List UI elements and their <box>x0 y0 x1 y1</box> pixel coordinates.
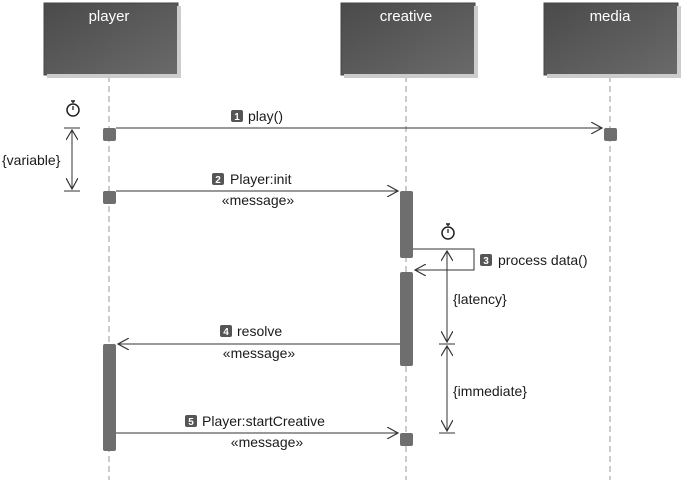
lifeline-media-title: media <box>590 8 632 25</box>
message-5-badge <box>185 415 197 427</box>
message-3-label: process data() <box>498 252 587 268</box>
message-4-stereotype: «message» <box>223 345 296 361</box>
message-4-label: resolve <box>237 323 282 339</box>
stopwatch-icon <box>66 100 80 117</box>
message-5-label: Player:startCreative <box>202 413 325 429</box>
message-1-label: play() <box>248 108 283 124</box>
message-3-number: 3 <box>483 256 489 267</box>
constraint-latency-label: {latency} <box>453 291 507 307</box>
message-1-badge <box>231 110 243 122</box>
duration-constraint-immediate[interactable] <box>439 343 455 434</box>
message-5-number: 5 <box>188 417 194 428</box>
message-2-label: Player:init <box>230 171 292 187</box>
lifeline-player-title: player <box>89 8 130 25</box>
message-2-badge <box>212 173 224 185</box>
message-3-arrow[interactable] <box>413 248 475 270</box>
activation-creative-3[interactable] <box>400 433 413 446</box>
message-1-number: 1 <box>234 112 240 123</box>
message-3-badge <box>480 254 492 266</box>
message-2-stereotype: «message» <box>222 192 295 208</box>
activation-media-1[interactable] <box>604 128 617 141</box>
message-4-number: 4 <box>223 327 229 338</box>
stopwatch-icon <box>441 223 455 240</box>
lifeline-creative-title: creative <box>380 8 433 25</box>
message-4-badge <box>220 325 232 337</box>
activation-creative-2[interactable] <box>400 272 413 366</box>
lifeline-player[interactable]: player <box>43 2 181 78</box>
message-5-stereotype: «message» <box>231 434 304 450</box>
lifeline-creative[interactable]: creative <box>340 2 478 78</box>
activation-player-2[interactable] <box>103 191 116 204</box>
lifeline-media[interactable]: media <box>543 2 681 78</box>
constraint-immediate-label: {immediate} <box>453 383 527 399</box>
message-2-number: 2 <box>215 175 221 186</box>
activation-player-3[interactable] <box>103 344 116 451</box>
duration-constraint-variable[interactable] <box>64 127 80 192</box>
activation-player-1[interactable] <box>103 128 116 141</box>
activation-creative-1[interactable] <box>400 191 413 258</box>
constraint-variable-label: {variable} <box>2 152 61 168</box>
